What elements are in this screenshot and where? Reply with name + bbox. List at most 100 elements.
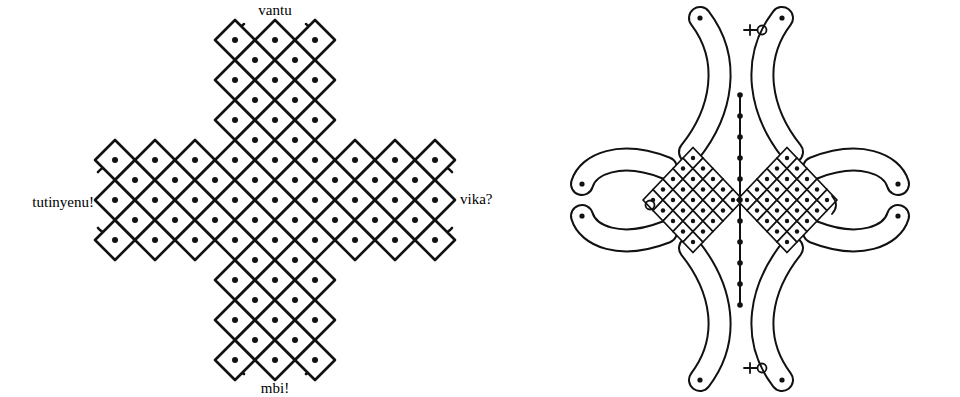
sand-dot [815,187,819,191]
small-circle [758,364,767,373]
sand-dot [392,157,398,163]
arm-dot [895,181,900,186]
sand-dot [272,237,278,243]
sand-dot [172,217,178,223]
label-holder: vantu [258,2,291,19]
sand-dot [412,177,418,183]
sand-dot [312,317,318,323]
sand-dot [252,297,258,303]
cross-figure [95,20,455,380]
arm-dot [779,377,784,382]
sand-dot [332,177,338,183]
sand-dot [701,187,705,191]
small-symbol [832,196,836,214]
sand-dot [795,229,799,233]
arm-inside [690,18,720,152]
plait-cell [295,100,335,140]
arm-inside [690,248,720,380]
sand-dot [152,237,158,243]
spine-dot [737,218,743,224]
sand-dot [232,277,238,283]
sand-dot [292,137,298,143]
sand-dot [252,57,258,63]
sand-dot [272,117,278,123]
sand-dot [272,197,278,203]
sand-dot [252,217,258,223]
sand-dot [755,208,759,212]
sand-dot [681,208,685,212]
arm-dot [779,15,784,20]
sand-dot [661,187,665,191]
arm-inside [762,18,792,152]
sand-dot [312,77,318,83]
sand-dot [352,237,358,243]
sand-dot [252,137,258,143]
plait-cell [295,60,335,100]
sand-dot [352,197,358,203]
spine-dot [737,281,743,287]
small-symbol [744,363,757,373]
sand-dot [112,197,118,203]
sand-dot [815,208,819,212]
spine-dot [737,155,743,161]
word-label: vantu [258,2,291,19]
sand-dot [292,217,298,223]
sand-dot [795,208,799,212]
sand-dot [785,198,789,202]
sand-dot [711,198,715,202]
sand-dot [192,237,198,243]
spine-dot [737,92,743,98]
sand-dot [681,166,685,170]
sand-dot [691,198,695,202]
sand-dot [372,177,378,183]
spine-dot [737,176,743,182]
arm-outline [762,248,792,380]
plait-cell [415,220,455,260]
arm-outline [690,248,720,380]
sand-dot [232,237,238,243]
plait-cell [295,260,335,300]
sand-dot [252,257,258,263]
arm-dot [697,377,702,382]
sand-dot [721,208,725,212]
sand-dot [701,208,705,212]
plait-cell [295,340,335,380]
sand-dot [352,157,358,163]
plait-cell [415,140,455,180]
sand-dot [775,229,779,233]
arm-dot [579,213,584,218]
spine-dot [737,134,743,140]
sand-dot [172,177,178,183]
plait-cell [295,300,335,340]
sand-dot [765,198,769,202]
word-label: mbi! [261,380,289,397]
sand-dot [681,187,685,191]
sand-dot [292,337,298,343]
sand-dot [212,217,218,223]
sand-dot [825,198,829,202]
arm-outline [582,216,666,240]
sand-dot [661,208,665,212]
word-label: vika? [460,191,492,208]
small-circle [758,26,767,35]
sand-dot [312,157,318,163]
sand-dot [711,177,715,181]
sand-dot [192,197,198,203]
arm-outline [582,160,666,184]
sand-dot [252,337,258,343]
sand-dot [232,157,238,163]
sand-dot [765,177,769,181]
sand-dot [721,187,725,191]
label-holder: tutinyenu! [32,194,94,211]
sand-dot [152,157,158,163]
sand-dot [272,277,278,283]
sand-dot [292,57,298,63]
sand-dot [785,177,789,181]
sand-dot [132,217,138,223]
sand-dot [232,317,238,323]
sand-dot [232,357,238,363]
sand-dot [312,357,318,363]
spine-dot [737,260,743,266]
sand-dot [795,166,799,170]
sand-dot [152,197,158,203]
